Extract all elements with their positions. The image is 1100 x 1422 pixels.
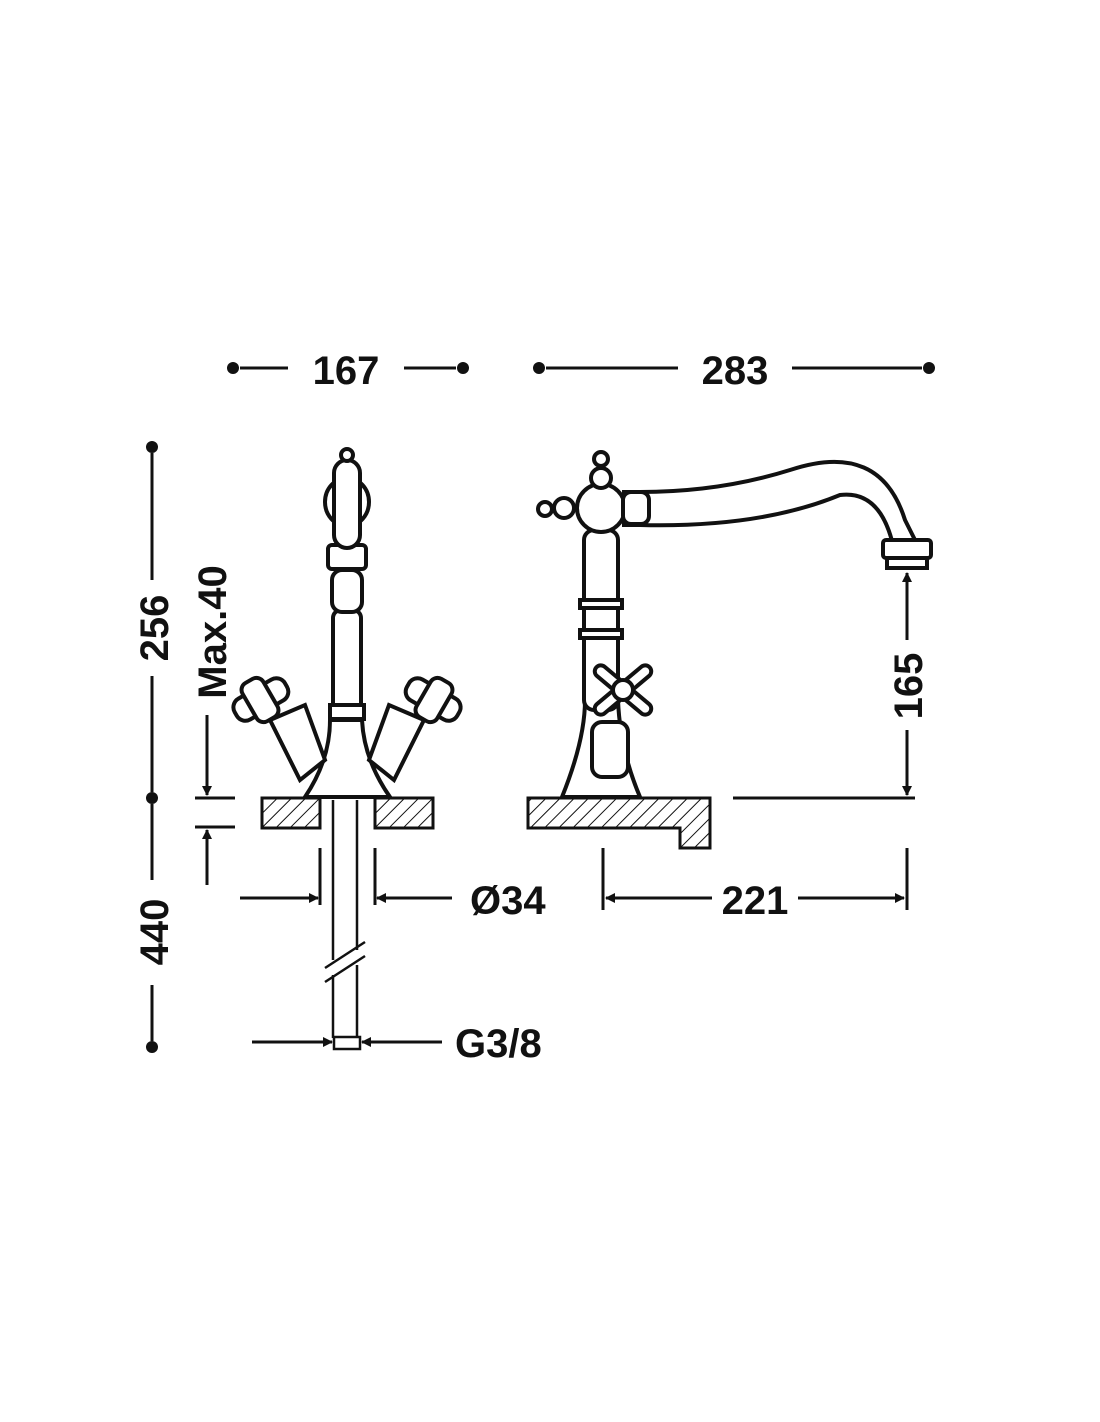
dimension-spout-height: 165 [733,572,931,800]
faucet-front-view [231,447,463,799]
label-connection: G3/8 [455,1022,542,1066]
label-total-height: 256 [133,595,177,662]
label-front-width: 167 [313,349,380,393]
dimension-connection: G3/8 [252,1022,542,1066]
dimension-spout-reach: 221 [601,848,909,923]
dimension-167: 167 [227,349,469,393]
label-spout-reach: 221 [722,879,789,923]
countertop-side [526,796,712,850]
label-hose-length: 440 [133,899,177,966]
faucet-side-view [536,450,933,799]
label-side-width: 283 [702,349,769,393]
countertop-front [260,796,435,830]
label-spout-height: 165 [887,653,931,720]
label-hole-diameter: Ø34 [470,879,546,923]
dimension-diameter-34: Ø34 [240,848,546,923]
dimension-283: 283 [533,349,935,393]
label-max-thickness: Max.40 [191,565,235,698]
dimension-max-40: Max.40 [191,565,235,885]
supply-hose [324,800,366,1051]
dimension-vertical-left: 256 440 [133,441,177,1053]
